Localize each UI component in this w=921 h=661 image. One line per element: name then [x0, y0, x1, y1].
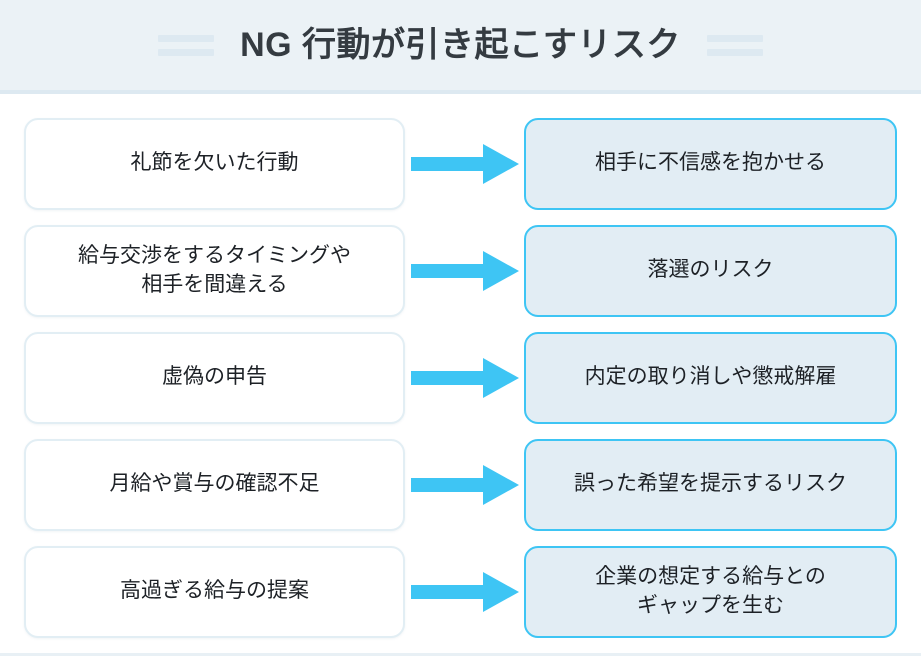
- double-dash-icon-right: [706, 34, 763, 56]
- arrow-right-icon: [410, 143, 519, 184]
- cause-box: 礼節を欠いた行動: [24, 117, 405, 210]
- flow-row: 高過ぎる給与の提案 企業の想定する給与との ギャップを生む: [24, 544, 897, 639]
- arrow-cell: [405, 464, 524, 505]
- footer-divider: [0, 653, 921, 656]
- effect-text-line: ギャップを生む: [636, 593, 784, 617]
- flow-row: 月給や賞与の確認不足 誤った希望を提示するリスク: [24, 437, 897, 532]
- effect-text-line: 内定の取り消しや懲戒解雇: [584, 365, 837, 389]
- effect-text-line: 企業の想定する給与との: [595, 565, 826, 589]
- cause-text-line: 礼節を欠いた行動: [130, 151, 299, 175]
- effect-box: 相手に不信感を抱かせる: [524, 117, 897, 210]
- arrow-cell: [405, 250, 524, 291]
- cause-box: 虚偽の申告: [24, 331, 405, 424]
- effect-text-line: 相手に不信感を抱かせる: [595, 151, 826, 175]
- cause-text-line: 高過ぎる給与の提案: [120, 579, 309, 603]
- cause-text-line: 月給や賞与の確認不足: [109, 472, 320, 496]
- cause-text-line: 給与交渉をするタイミングや: [78, 244, 351, 268]
- footer-spacer: [0, 656, 921, 661]
- double-dash-icon-left: [158, 34, 215, 56]
- cause-box: 高過ぎる給与の提案: [24, 545, 405, 638]
- effect-box: 企業の想定する給与との ギャップを生む: [524, 545, 897, 638]
- flow-row: 給与交渉をするタイミングや 相手を間違える 落選のリスク: [24, 223, 897, 318]
- arrow-right-icon: [410, 464, 519, 505]
- flow-row: 礼節を欠いた行動 相手に不信感を抱かせる: [24, 116, 897, 211]
- effect-box: 誤った希望を提示するリスク: [524, 438, 897, 531]
- effect-box: 内定の取り消しや懲戒解雇: [524, 331, 897, 424]
- arrow-right-icon: [410, 250, 519, 291]
- arrow-right-icon: [410, 357, 519, 398]
- page-title: NG 行動が引き起こすリスク: [240, 26, 681, 64]
- arrow-right-icon: [410, 571, 519, 612]
- arrow-cell: [405, 571, 524, 612]
- header-banner: NG 行動が引き起こすリスク: [0, 0, 921, 90]
- cause-text-line: 虚偽の申告: [162, 365, 267, 389]
- effect-text-line: 誤った希望を提示するリスク: [574, 472, 847, 496]
- cause-text-line: 相手を間違える: [141, 272, 288, 296]
- effect-text-line: 落選のリスク: [647, 258, 774, 282]
- arrow-cell: [405, 357, 524, 398]
- arrow-cell: [405, 143, 524, 184]
- flow-row: 虚偽の申告 内定の取り消しや懲戒解雇: [24, 330, 897, 425]
- header-bottom-divider: [0, 90, 921, 94]
- cause-box: 給与交渉をするタイミングや 相手を間違える: [24, 224, 405, 317]
- flow-container: 礼節を欠いた行動 相手に不信感を抱かせる 給与交渉をするタイミングや 相手を間違…: [0, 94, 921, 639]
- effect-box: 落選のリスク: [524, 224, 897, 317]
- cause-box: 月給や賞与の確認不足: [24, 438, 405, 531]
